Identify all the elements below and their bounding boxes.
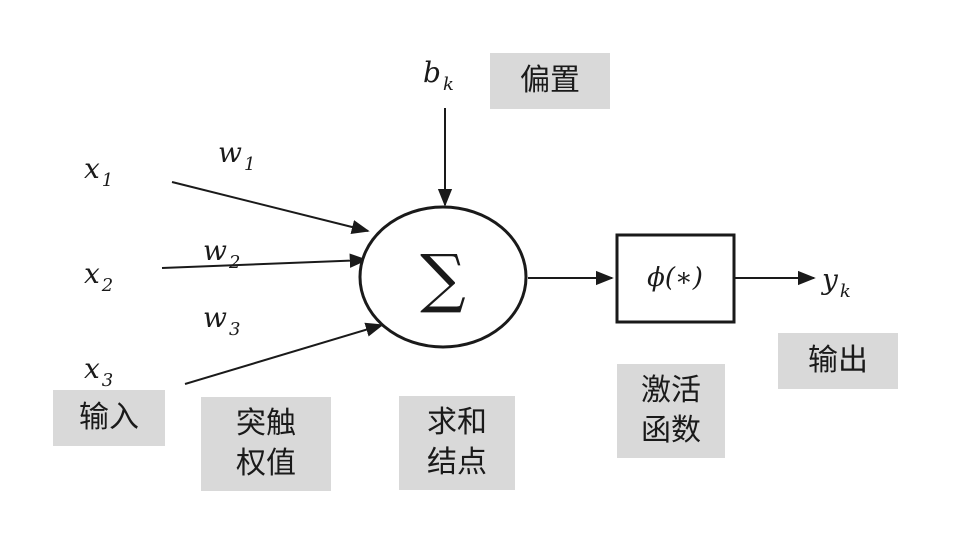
output-caption-text: 输出 [808, 343, 868, 378]
input-arrow-3 [184, 322, 384, 385]
bias-caption: 偏置 [490, 53, 610, 109]
input-arrow-1 [171, 181, 370, 235]
weights-caption-line1: 突触 [236, 406, 296, 441]
weights-caption-line2: 权值 [236, 446, 296, 481]
activation-caption-line2: 函数 [641, 413, 701, 448]
activation-box [615, 233, 736, 324]
activation-caption-line1: 激活 [641, 373, 701, 408]
summing-node [358, 205, 528, 349]
input-caption: 输入 [53, 390, 165, 446]
weights-caption: 突触 权值 [201, 397, 331, 491]
sum-caption-line2: 结点 [427, 445, 487, 480]
sum-caption: 求和 结点 [399, 396, 515, 490]
sum-caption-line1: 求和 [427, 405, 487, 440]
output-caption: 输出 [778, 333, 898, 389]
activation-caption: 激活 函数 [617, 364, 725, 458]
activation-function: ϕ(∗) [647, 263, 703, 293]
input-arrow-2 [161, 253, 368, 269]
input-caption-text: 输入 [79, 400, 139, 435]
bias-caption-text: 偏置 [520, 63, 580, 98]
sum-symbol: ∑ [420, 242, 466, 316]
